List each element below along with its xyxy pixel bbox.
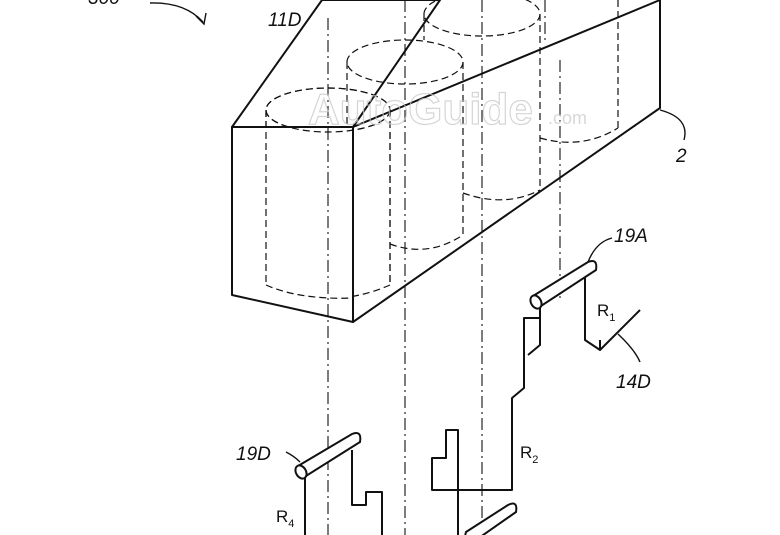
rod-19d [294,432,362,480]
block-top-face [231,0,441,128]
center-lines [327,0,561,535]
leader-2 [659,109,686,141]
housing-block [231,0,661,323]
conductor-right [431,270,641,535]
block-side-face [352,0,661,323]
label-r4: R4 [276,507,294,530]
label-14d: 14D [616,372,651,393]
reference-numeral-300: 300 [88,0,120,9]
leader-14d [617,333,641,363]
reference-arrowhead [195,12,207,26]
label-2: 2 [675,146,687,167]
conductor-left [304,450,383,535]
label-19d: 19D [236,444,271,465]
rod-19a [529,260,598,310]
block-front-face [231,126,354,323]
rod-lower-right [464,502,518,535]
label-r1: R1 [597,301,615,324]
watermark-suffix: .com [548,108,587,128]
label-19a: 19A [614,226,648,247]
watermark-brand: AutoGuide [308,85,533,134]
label-r2: R2 [520,443,538,466]
label-11d: 11D [268,10,302,31]
reference-arrow [149,2,204,23]
watermark: AutoGuide .com [307,84,587,134]
leader-19d [285,451,301,463]
leader-19a [587,237,613,263]
